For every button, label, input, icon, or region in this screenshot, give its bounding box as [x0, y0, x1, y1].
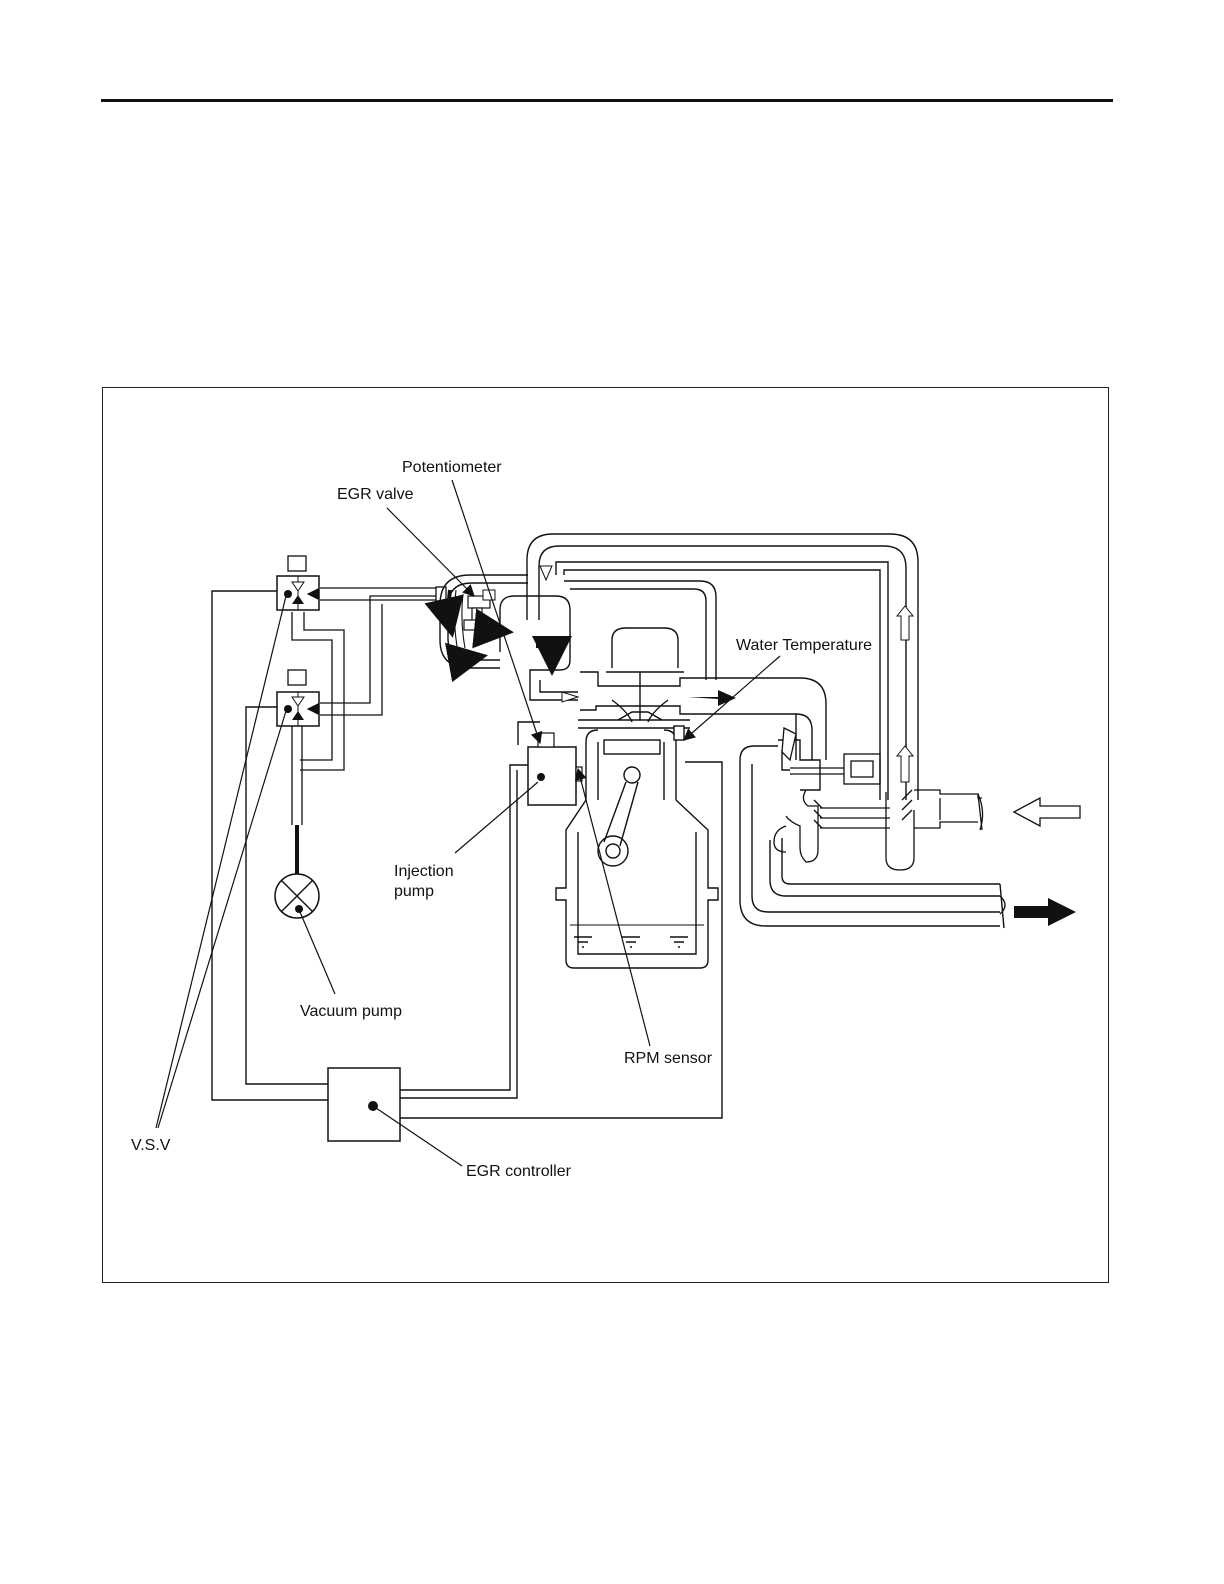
injection-pump-label-line2: pump — [394, 882, 434, 902]
water-temperature-label: Water Temperature — [736, 636, 872, 656]
turbocharger — [774, 728, 983, 870]
engine-block — [556, 628, 718, 968]
rpm-sensor-label: RPM sensor — [624, 1049, 712, 1069]
potentiometer-label: Potentiometer — [402, 458, 502, 478]
vsv-label: V.S.V — [131, 1136, 170, 1156]
injection-pump-box — [528, 733, 582, 805]
vsv-upper — [277, 556, 319, 610]
egr-valve-label: EGR valve — [337, 485, 413, 505]
egr-controller-label: EGR controller — [466, 1162, 571, 1182]
vacuum-hoses — [292, 587, 446, 880]
vacuum-pump-label: Vacuum pump — [300, 1002, 402, 1022]
flow-arrows — [536, 566, 1080, 926]
vsv-lower — [277, 670, 319, 726]
egr-controller-box — [328, 1068, 400, 1141]
vacuum-pump-symbol — [275, 874, 319, 918]
egr-valve-symbol — [449, 590, 510, 657]
injection-pump-label-line1: Injection — [394, 862, 454, 882]
upper-pipework — [500, 534, 1005, 928]
